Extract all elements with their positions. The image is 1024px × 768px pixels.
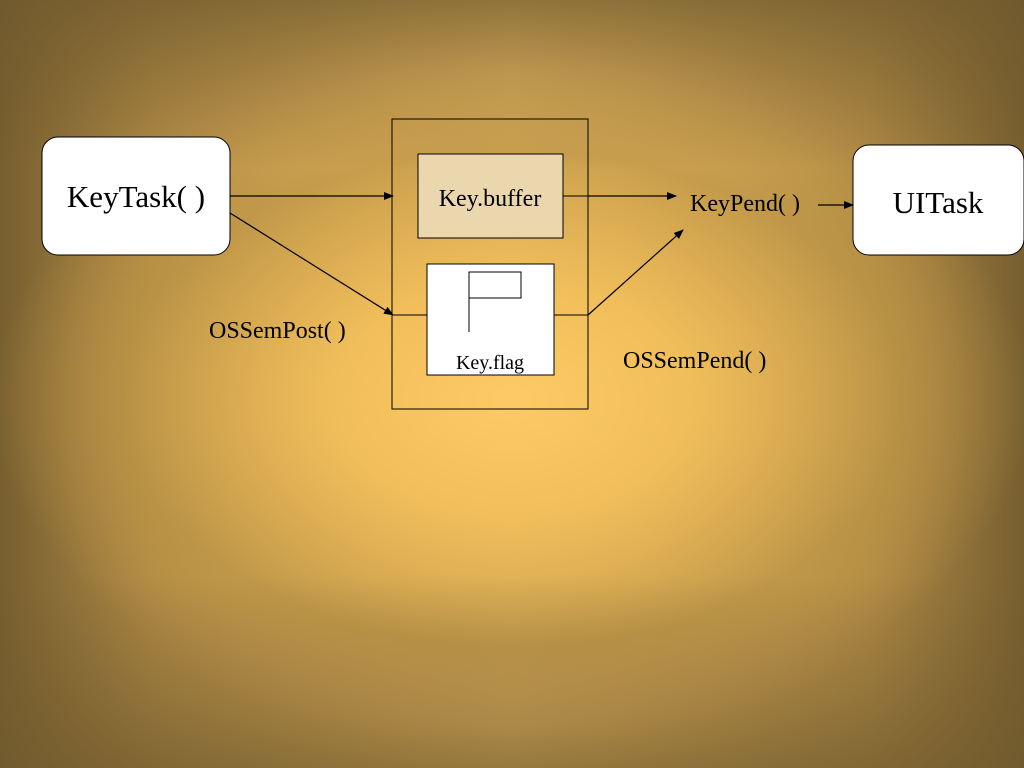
key-container-box — [391, 118, 589, 410]
keypend-label: KeyPend( ) — [690, 191, 800, 217]
key-flag-node: Key.flag — [426, 263, 555, 376]
key-flag-label: Key.flag — [456, 352, 524, 374]
ossempost-label: OSSemPost( ) — [209, 318, 346, 344]
keytask-label: KeyTask( ) — [67, 179, 205, 214]
flag-icon — [468, 271, 522, 332]
edge-keytask-to-flag — [229, 212, 394, 316]
key-buffer-node: Key.buffer — [417, 153, 564, 239]
key-buffer-label: Key.buffer — [439, 186, 542, 212]
uitask-label: UITask — [893, 185, 984, 220]
uitask-node: UITask — [852, 144, 1024, 256]
ossempend-label: OSSemPend( ) — [623, 348, 766, 374]
edge-flag-to-keypend — [587, 229, 684, 316]
keytask-node: KeyTask( ) — [41, 136, 231, 256]
